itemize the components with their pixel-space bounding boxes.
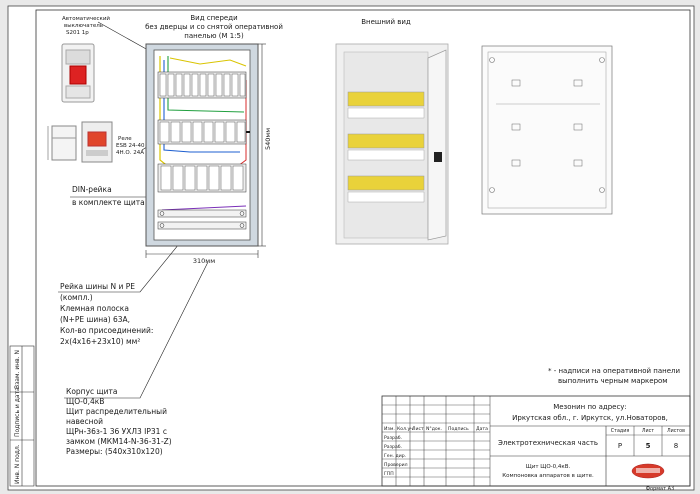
tb-address-2: Иркутская обл., г. Иркутск, ул.Новаторов… (512, 414, 668, 422)
busbar-line-1: Рейка шины N и PE (60, 282, 135, 291)
busbar-callout: Рейка шины N и PE (компл.) Клемная полос… (58, 227, 193, 346)
operative-panel-drawing (481, 45, 613, 215)
tb-stage-value: Р (618, 442, 622, 450)
tb-format: Формат А3 (646, 486, 674, 492)
stamp-sign-date: Подпись и дата (14, 387, 21, 437)
housing-line-2: ЩО-0,4кВ (66, 397, 104, 406)
front-view-title-1: Вид спереди (190, 14, 237, 22)
busbar-line-2: (компл.) (60, 293, 93, 302)
front-view-title-3: панелью (М 1:5) (184, 32, 244, 40)
busbar-line-5: Кол-во присоединений: (60, 326, 153, 335)
tb-role-4: Проверил (384, 462, 408, 468)
title-block: Изм. Кол.уч. Лист N°док. Подпись Дата Ра… (381, 395, 691, 487)
housing-line-1: Корпус щита (66, 387, 117, 396)
tb-role-3: Ген. дир. (384, 453, 406, 459)
tb-address-1: Мезонин по адресу: (553, 403, 627, 411)
dimension-width: 310мм (145, 250, 259, 265)
external-view-cabinet (335, 43, 449, 245)
note-line-1: * - надписи на оперативной панели (548, 367, 680, 375)
tb-stage-label: Стадия (611, 428, 630, 434)
housing-leader-line (64, 261, 209, 399)
front-view-title-2: без дверцы и со снятой оперативной (145, 23, 283, 31)
front-view-cabinet (145, 43, 259, 247)
din-row-3 (157, 163, 247, 193)
marker-note: * - надписи на оперативной панели выполн… (548, 367, 680, 385)
relay-label-2: ESB 24-40 (116, 143, 145, 149)
stamp-replace-inv: Взам. инв. N (14, 350, 21, 389)
tb-col-date: Дата (476, 426, 488, 432)
tb-col-list: Лист (412, 426, 424, 432)
dim-height-label: 540мм (264, 128, 272, 150)
busbar-line-6: 2х(4х16+23х10) мм² (60, 337, 140, 346)
tb-role-2: Разраб. (384, 444, 402, 450)
tb-sheet-label: Лист (642, 428, 654, 434)
stamp-inv-orig: Инв. N подл. (14, 444, 21, 484)
company-logo (631, 463, 665, 479)
tb-sheets-value: 8 (674, 442, 678, 450)
tb-col-doc: N°док. (426, 426, 442, 432)
breaker-label-3: S201 1р (66, 30, 89, 36)
housing-line-7: Размеры: (540х310х120) (66, 447, 163, 456)
external-view-title: Внешний вид (361, 18, 411, 26)
front-view-title: Вид спереди без дверцы и со снятой опера… (145, 14, 283, 40)
housing-line-4: навесной (66, 417, 103, 426)
busbar-leader-line (58, 227, 193, 293)
relay-label-3: 4Н.О. 24А (116, 150, 144, 156)
busbar-line-3: Клемная полоска (60, 304, 129, 313)
breaker-label-1: Автоматический (62, 15, 110, 22)
tb-role-1: Разраб. (384, 435, 402, 441)
terminal-busbars (157, 209, 247, 230)
busbar-line-4: (N+PE шина) 63А, (60, 315, 130, 324)
tb-col-izm: Изм. (384, 426, 395, 432)
breaker-photo (61, 43, 95, 103)
tb-section: Электротехническая часть (498, 439, 598, 447)
din-rail-label-1: DIN-рейка (72, 185, 112, 194)
din-row-1 (157, 71, 247, 99)
dim-width-label: 310мм (193, 257, 215, 265)
housing-line-5: ЩРн-36з-1 36 УХЛ3 IP31 с (66, 427, 167, 436)
housing-line-6: замком (МКМ14-N-36-31-Z) (66, 437, 172, 446)
drawing-frame (35, 9, 691, 487)
housing-callout: Корпус щита ЩО-0,4кВ Щит распределительн… (64, 261, 209, 456)
tb-col-sign: Подпись (448, 426, 469, 432)
din-row-2 (157, 119, 247, 145)
relay-label-1: Реле (118, 136, 132, 142)
tb-sheet-name-2: Компоновка аппаратов в щите. (502, 473, 594, 479)
tb-sheet-value: 5 (646, 442, 651, 450)
tb-role-5: ГПП (384, 471, 394, 477)
dimension-height: 540мм (258, 43, 272, 247)
tb-sheet-name-1: Щит ЩО-0,4кВ. (526, 464, 571, 470)
breaker-label-2: выключатель (64, 23, 103, 29)
housing-line-3: Щит распределительный (66, 407, 167, 416)
din-rail-label-2: в комплекте щита (72, 198, 145, 207)
tb-sheets-label: Листов (667, 428, 685, 434)
note-line-2: выполнить черным маркером (558, 377, 668, 385)
tb-col-kol: Кол.уч. (397, 426, 414, 432)
side-stamp: Инв. N подл. Подпись и дата Взам. инв. N (9, 345, 35, 487)
relay-photo (47, 121, 113, 163)
